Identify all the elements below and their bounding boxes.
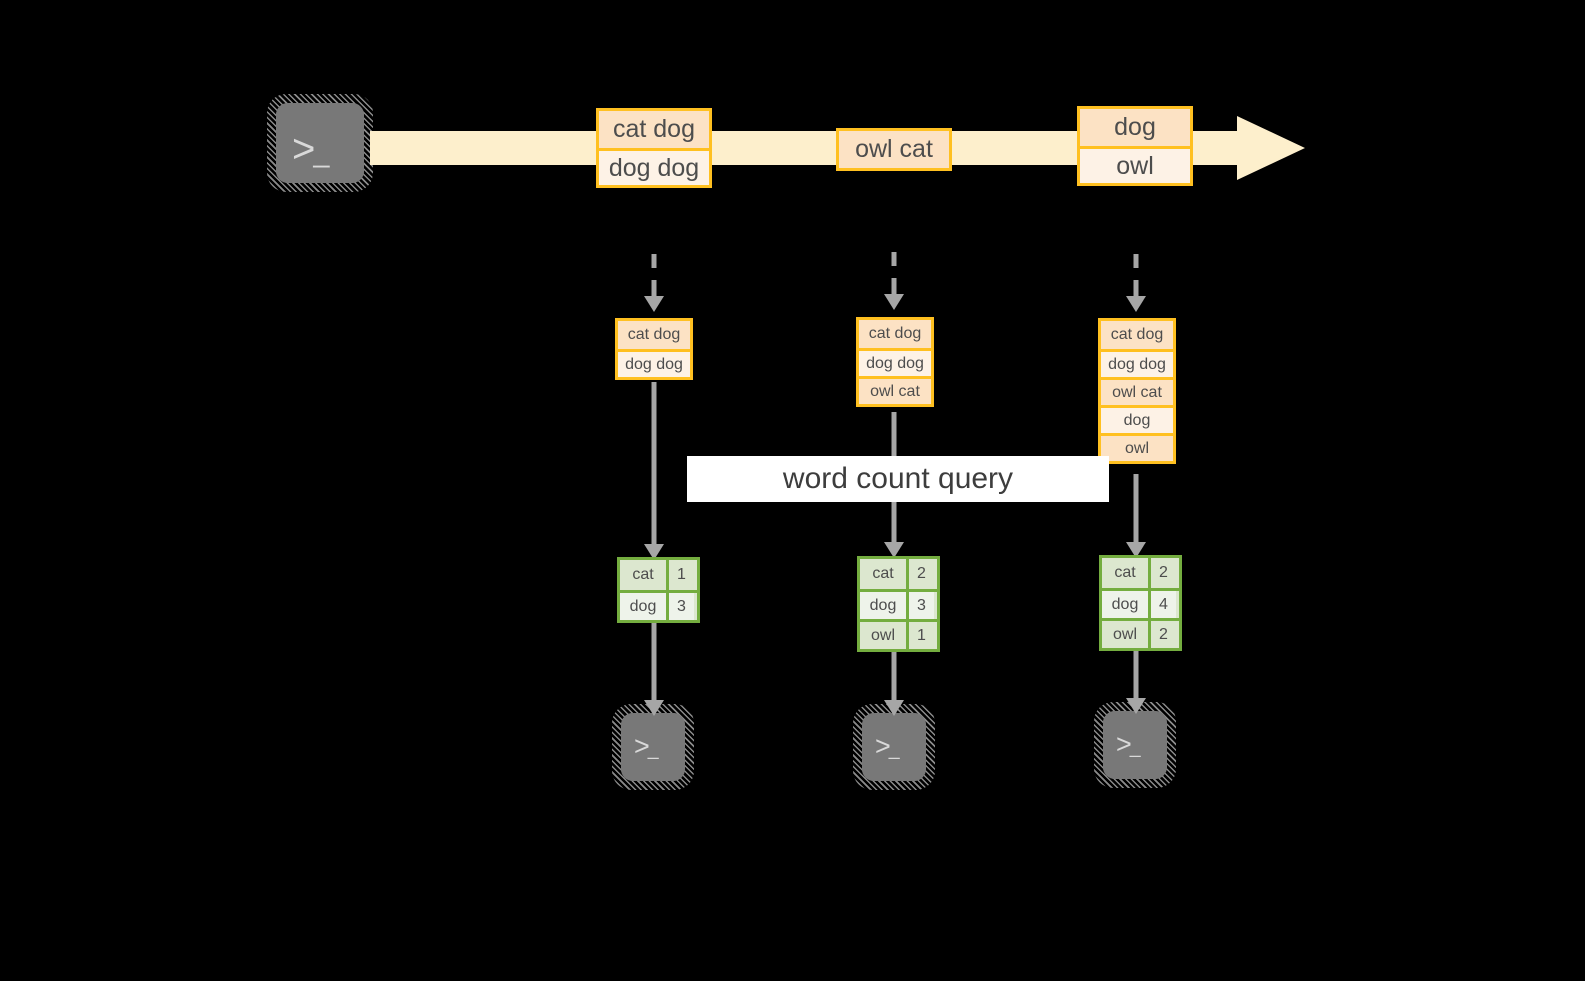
buffer-line: dog [1101,405,1173,433]
table-row: cat 1 [620,560,697,590]
result-count: 2 [1148,621,1176,648]
buffer-line: owl [1101,433,1173,461]
terminal-body [276,103,364,183]
column-2-sink-arrow-icon [884,650,904,716]
result-count: 1 [666,560,694,590]
column-3-sink-terminal-icon: >_ [1094,702,1176,788]
column-1-sink-arrow-icon [644,620,664,716]
source-terminal-icon: >_ [267,94,373,192]
buffer-line: cat dog [859,320,931,348]
result-word: owl [860,622,906,649]
result-word: cat [860,559,906,589]
result-word: cat [620,560,666,590]
column-1-result-table: cat 1 dog 3 [617,557,700,623]
table-row: dog 4 [1102,588,1179,618]
record-line: owl [1080,146,1190,183]
column-2-accumulated-buffer: cat dog dog dog owl cat [856,317,934,407]
terminal-body [621,713,685,781]
result-count: 2 [1148,558,1176,588]
column-3-accumulated-buffer: cat dog dog dog owl cat dog owl [1098,318,1176,464]
terminal-body [1103,711,1167,779]
buffer-line: owl cat [1101,377,1173,405]
query-band-label: word count query [782,462,1014,495]
result-count: 3 [906,592,934,619]
buffer-line: dog dog [859,348,931,376]
result-count: 3 [666,593,694,620]
column-2-sink-terminal-icon: >_ [853,704,935,790]
column-3-sink-arrow-icon [1126,648,1146,714]
buffer-line: owl cat [859,376,931,404]
result-word: dog [620,593,666,620]
table-row: owl 1 [860,619,937,649]
result-count: 2 [906,559,934,589]
query-band: word count query [687,456,1109,502]
table-row: cat 2 [860,559,937,589]
column-3-input-arrow-icon [1126,254,1146,312]
terminal-prompt-glyph: >_ [292,127,330,171]
buffer-line: dog dog [1101,349,1173,377]
result-count: 4 [1148,591,1176,618]
terminal-prompt-glyph: >_ [634,731,659,761]
column-1-input-arrow-icon [644,254,664,312]
result-word: cat [1102,558,1148,588]
column-1-query-arrow-icon [644,382,664,560]
terminal-body [862,713,926,781]
record-line: cat dog [599,111,709,148]
column-1-sink-terminal-icon: >_ [612,704,694,790]
column-2-input-arrow-icon [884,252,904,310]
terminal-prompt-glyph: >_ [1116,729,1141,759]
table-row: dog 3 [860,589,937,619]
stream-record-batch-3: dog owl [1077,106,1193,186]
column-2-result-table: cat 2 dog 3 owl 1 [857,556,940,652]
table-row: owl 2 [1102,618,1179,648]
stream-record-batch-2: owl cat [836,128,952,171]
terminal-prompt-glyph: >_ [875,731,900,761]
record-line: dog dog [599,148,709,185]
record-line: dog [1080,109,1190,146]
result-word: dog [860,592,906,619]
result-count: 1 [906,622,934,649]
buffer-line: cat dog [618,321,690,349]
table-row: dog 3 [620,590,697,620]
stream-record-batch-1: cat dog dog dog [596,108,712,188]
buffer-line: cat dog [1101,321,1173,349]
result-word: dog [1102,591,1148,618]
column-3-query-arrow-icon [1126,474,1146,558]
buffer-line: dog dog [618,349,690,377]
column-1-accumulated-buffer: cat dog dog dog [615,318,693,380]
column-3-result-table: cat 2 dog 4 owl 2 [1099,555,1182,651]
table-row: cat 2 [1102,558,1179,588]
record-line: owl cat [839,131,949,168]
result-word: owl [1102,621,1148,648]
